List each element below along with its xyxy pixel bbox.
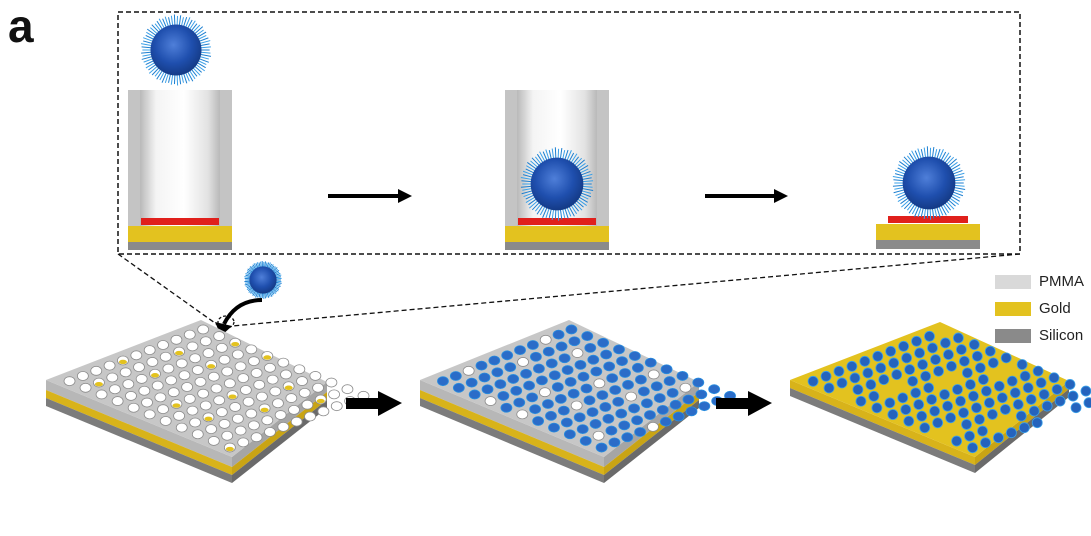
process-arrow-3 — [346, 391, 402, 416]
linker-layer — [141, 218, 219, 225]
silicon-layer — [505, 242, 609, 250]
legend: PMMA Gold Silicon — [995, 268, 1084, 349]
gold-layer — [128, 226, 232, 242]
curved-arrow — [222, 298, 263, 325]
pmma-wall-left — [505, 90, 517, 226]
curved-arrowhead — [215, 322, 232, 336]
pmma-wall-right — [220, 90, 232, 226]
gold-layer — [876, 224, 980, 240]
pmma-wall-left — [128, 90, 140, 226]
legend-item-gold: Gold — [995, 295, 1084, 322]
legend-label: Gold — [1039, 300, 1071, 317]
legend-label: PMMA — [1039, 273, 1084, 290]
nanoparticle — [520, 147, 594, 221]
legend-item-pmma: PMMA — [995, 268, 1084, 295]
zoom-line-left — [117, 253, 223, 329]
pore-cavity — [140, 90, 220, 226]
gold-layer — [505, 226, 609, 242]
process-arrow-4 — [716, 391, 772, 416]
inset-stage-1 — [128, 90, 232, 250]
linker-layer — [888, 216, 968, 223]
panel-label: a — [8, 0, 34, 52]
substrate-board — [420, 320, 736, 483]
legend-swatch — [995, 274, 1031, 289]
inset-stage-3 — [876, 216, 980, 249]
substrate-board — [46, 320, 370, 483]
linker-layer — [518, 218, 596, 225]
substrate-board — [790, 322, 1091, 473]
nanoparticle — [244, 261, 282, 299]
process-arrowhead-2 — [774, 189, 788, 203]
silicon-layer — [128, 242, 232, 250]
nanoparticle — [892, 146, 966, 220]
process-arrowhead-1 — [398, 189, 412, 203]
legend-swatch — [995, 328, 1031, 343]
legend-swatch — [995, 301, 1031, 316]
legend-label: Silicon — [1039, 327, 1084, 344]
legend-item-silicon: Silicon — [995, 322, 1084, 349]
inset-box — [117, 11, 1021, 255]
pmma-wall-right — [597, 90, 609, 226]
nanoparticle — [140, 14, 212, 86]
silicon-layer — [876, 240, 980, 249]
zoom-line-right — [231, 253, 1021, 327]
